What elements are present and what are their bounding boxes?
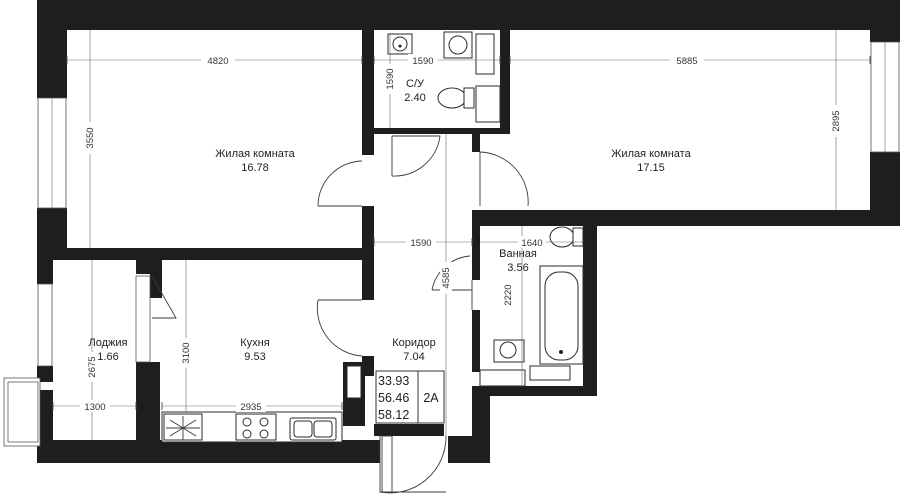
dim-loggia-width: 1300 xyxy=(84,402,105,413)
dim-living1-height: 3550 xyxy=(85,127,96,148)
room-area-living1: 16.78 xyxy=(241,162,269,174)
dim-wc-width: 1590 xyxy=(412,56,433,67)
room-name-loggia: Лоджия xyxy=(89,337,128,349)
room-area-corridor: 7.04 xyxy=(403,351,424,363)
room-name-living2: Жилая комната xyxy=(611,148,691,160)
dim-corridor-width: 1590 xyxy=(410,238,431,249)
summary-total-with-loggia: 58.12 xyxy=(378,408,409,422)
doors xyxy=(151,135,529,494)
room-name-living1: Жилая комната xyxy=(215,148,295,160)
dim-corridor-height: 4585 xyxy=(441,267,452,288)
dim-bath-width: 1640 xyxy=(521,238,542,249)
windows xyxy=(3,41,900,447)
dim-kitchen-width: 2935 xyxy=(240,402,261,413)
dimension-labels: 4820 3550 1590 1590 5885 2895 1590 4585 … xyxy=(80,54,842,413)
walls xyxy=(37,0,900,463)
room-area-kitchen: 9.53 xyxy=(244,351,265,363)
dim-wc-height: 1590 xyxy=(385,68,396,89)
room-area-bath: 3.56 xyxy=(507,262,528,274)
dim-loggia-height: 2675 xyxy=(87,356,98,377)
summary-total-area: 56.46 xyxy=(378,391,409,405)
dim-kitchen-height: 3100 xyxy=(181,342,192,363)
fixtures xyxy=(161,31,584,443)
dim-living2-height: 2895 xyxy=(831,110,842,131)
dim-bath-height: 2220 xyxy=(503,284,514,305)
area-summary: 33.93 56.46 58.12 2A xyxy=(375,370,445,424)
room-labels: Жилая комната 16.78 Жилая комната 17.15 … xyxy=(89,78,692,363)
room-area-wc: 2.40 xyxy=(404,92,425,104)
room-name-wc: С/У xyxy=(406,78,425,90)
dim-living1-width: 4820 xyxy=(207,56,228,67)
room-name-corridor: Коридор xyxy=(392,337,435,349)
room-name-kitchen: Кухня xyxy=(240,337,269,349)
summary-apartment-type: 2A xyxy=(423,391,439,405)
room-name-bath: Ванная xyxy=(499,248,537,260)
dim-living2-width: 5885 xyxy=(676,56,697,67)
room-area-living2: 17.15 xyxy=(637,162,665,174)
summary-living-area: 33.93 xyxy=(378,374,409,388)
room-area-loggia: 1.66 xyxy=(97,351,118,363)
